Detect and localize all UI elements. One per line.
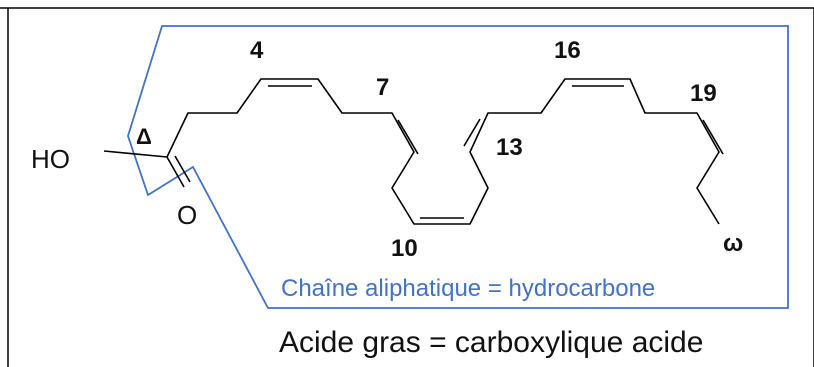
oxygen-label: O: [177, 200, 197, 230]
delta-label: Δ: [136, 124, 152, 149]
ho-carbon-bond: [103, 150, 168, 158]
double-bond-7: [397, 119, 419, 155]
hydroxyl-label: HO: [31, 144, 70, 174]
carbon-19-label: 19: [690, 80, 717, 107]
carbon-16-label: 16: [554, 37, 581, 64]
carbon-7-label: 7: [376, 74, 389, 101]
carbonyl-bond-outer: [166, 156, 185, 188]
carbon-13-label: 13: [496, 134, 523, 161]
omega-label: ω: [723, 230, 743, 257]
double-bond-13: [463, 118, 481, 147]
carbon-10-label: 10: [391, 235, 418, 262]
carbonyl-bond-inner: [174, 155, 191, 183]
carbon-4-label: 4: [250, 37, 264, 64]
fatty-acid-caption: Acide gras = carboxylique acide: [279, 326, 703, 359]
aliphatic-chain-caption: Chaîne aliphatique = hydrocarbone: [281, 275, 655, 302]
carbon-chain: [166, 78, 720, 225]
aliphatic-chain-outline: [127, 25, 789, 309]
double-bond-19: [702, 119, 724, 155]
